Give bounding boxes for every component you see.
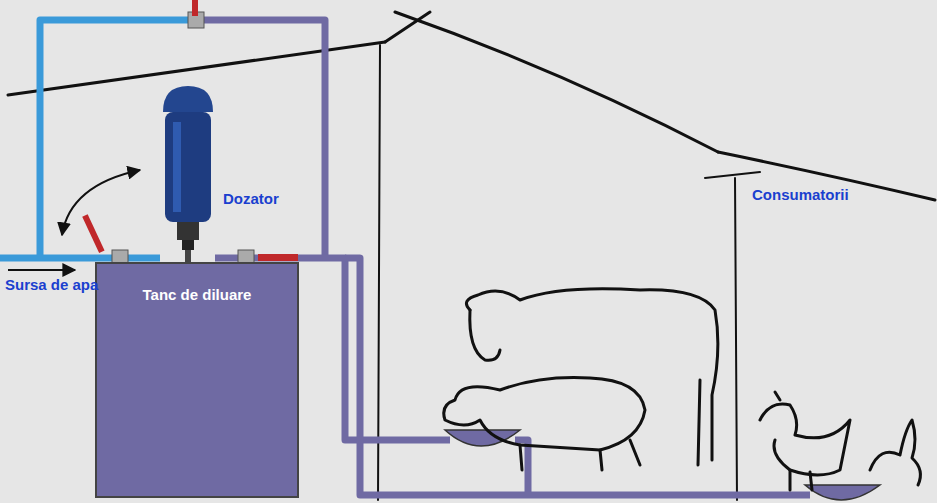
trough [805, 485, 880, 500]
valve [82, 0, 298, 266]
dilution-tank: Tanc de diluare [95, 262, 299, 498]
doser-drawing [155, 82, 305, 250]
animals [444, 289, 921, 490]
consumers-label: Consumatorii [752, 186, 849, 203]
feed-pipe [185, 250, 191, 262]
flow-arrow [8, 269, 75, 271]
doser-device: Dozator [155, 82, 305, 250]
device-label: Dozator [223, 190, 279, 208]
source-label: Sursa de apa [5, 276, 98, 293]
switch-arrow [62, 170, 140, 235]
tank-label: Tanc de diluare [97, 286, 297, 304]
